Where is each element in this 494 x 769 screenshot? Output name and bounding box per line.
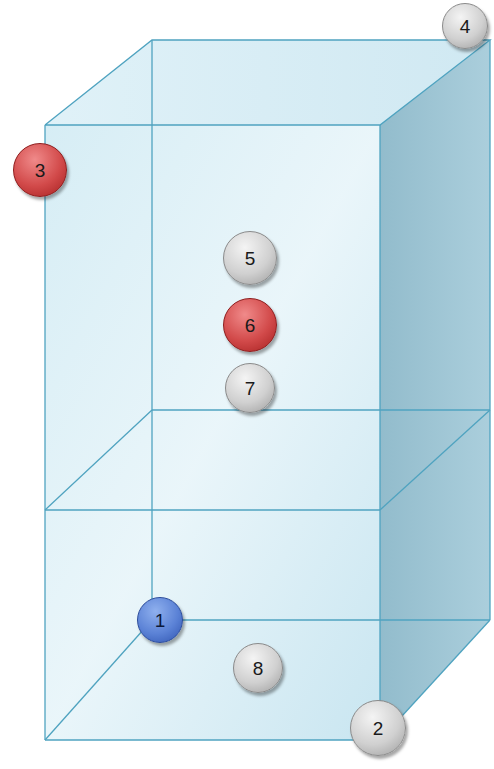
callout-number: 1 xyxy=(155,611,166,630)
callout-number: 2 xyxy=(373,719,384,738)
atom-sphere: 4 xyxy=(442,3,488,49)
mid-plane-edge xyxy=(45,410,152,510)
atom-sphere: 8 xyxy=(233,643,283,693)
side-face xyxy=(380,40,490,740)
mid-plane-edge xyxy=(380,410,490,510)
callout-number: 8 xyxy=(253,659,264,678)
mid-plane-edge xyxy=(152,409,490,410)
callout-number: 3 xyxy=(35,161,46,180)
top-edge xyxy=(45,40,490,125)
atom-sphere: 5 xyxy=(223,231,277,285)
front-face xyxy=(45,125,380,740)
hidden-edge xyxy=(45,620,152,740)
front-edge xyxy=(45,739,380,740)
atom-sphere: 1 xyxy=(137,597,183,643)
front-edge xyxy=(379,125,380,740)
callout-number: 5 xyxy=(245,249,256,268)
atom-sphere: 2 xyxy=(350,700,406,756)
atom-sphere: 6 xyxy=(223,298,277,352)
mid-plane-edge xyxy=(45,509,380,510)
hidden-edge xyxy=(152,619,490,620)
callout-number: 4 xyxy=(460,17,471,36)
hidden-edge xyxy=(151,40,152,620)
callout-number: 6 xyxy=(245,316,256,335)
atom-sphere: 3 xyxy=(13,143,67,197)
atom-sphere: 7 xyxy=(225,363,275,413)
side-edge xyxy=(489,40,490,620)
front-edge xyxy=(44,125,45,740)
callout-number: 7 xyxy=(245,379,256,398)
